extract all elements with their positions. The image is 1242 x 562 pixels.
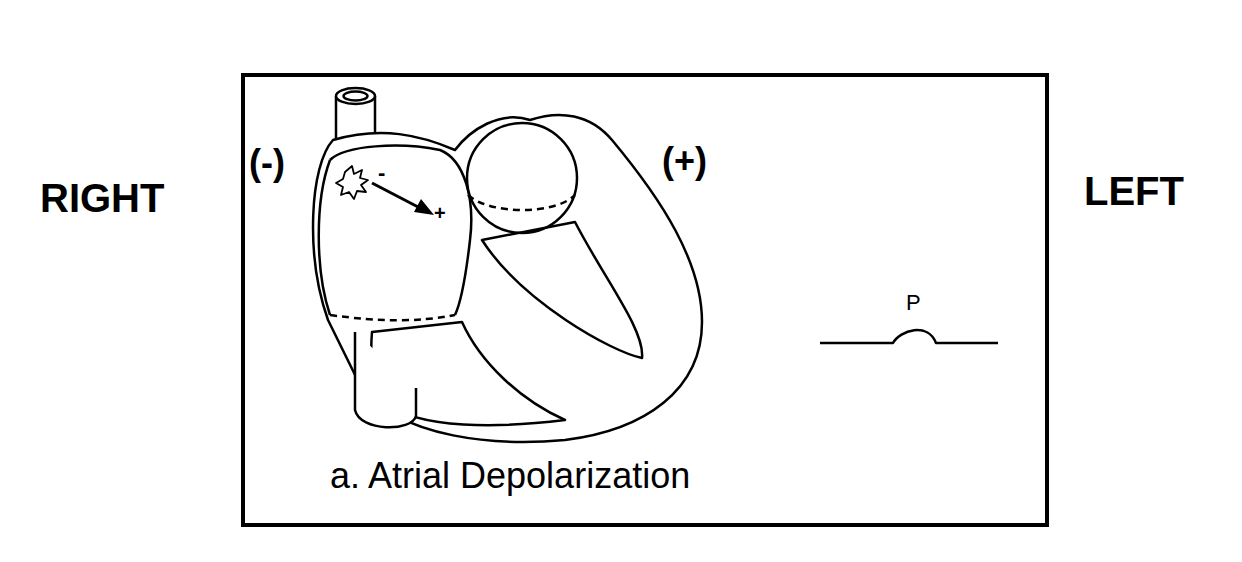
vector-sign: + — [434, 203, 446, 223]
polarity-label: (+) — [662, 143, 707, 179]
figure-caption: a. Atrial Depolarization — [330, 458, 690, 494]
side-label: LEFT — [1084, 171, 1184, 211]
frame — [243, 75, 1047, 525]
side-label: RIGHT — [40, 178, 164, 218]
wave-label: P — [906, 292, 921, 314]
polarity-label: (-) — [249, 145, 285, 181]
vector-sign: - — [378, 162, 385, 184]
